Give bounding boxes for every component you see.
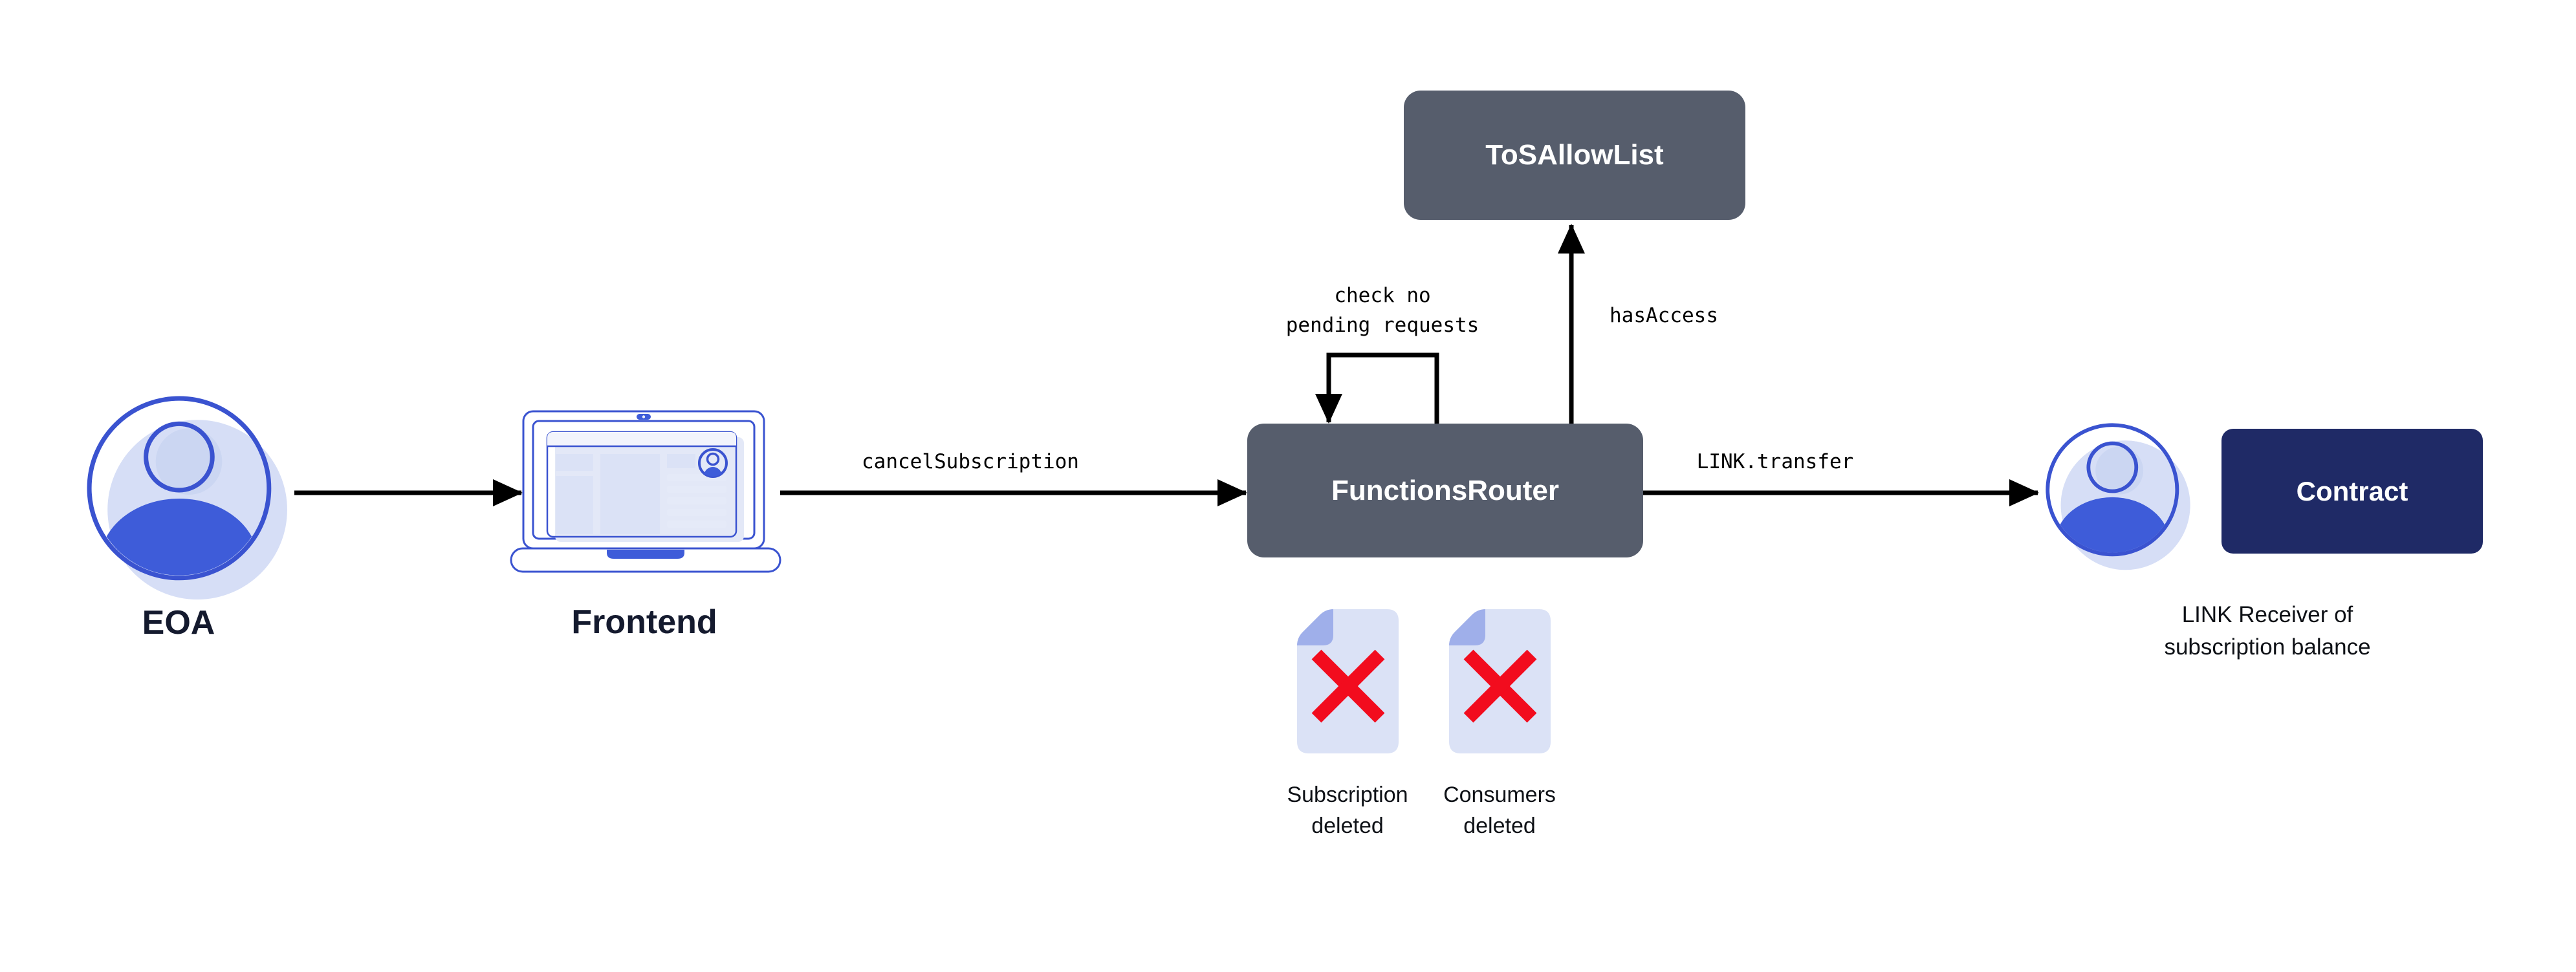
subscription-deleted-caption: Subscription deleted	[1287, 783, 1408, 838]
eoa-avatar-icon	[83, 392, 291, 600]
consumers-deleted-document-icon	[1449, 609, 1551, 753]
frontend-laptop-icon	[510, 409, 781, 578]
tos-allow-list-node: ToSAllowList	[1404, 91, 1745, 220]
red-x-icon	[1311, 649, 1385, 723]
link-transfer-edge-label: LINK.transfer	[1696, 450, 1854, 473]
contract-node: Contract	[2221, 429, 2483, 554]
contract-label: Contract	[2296, 475, 2408, 506]
link-receiver-caption: LINK Receiver of subscription balance	[2164, 602, 2371, 660]
edge-router-self-loop	[1315, 352, 1439, 424]
cancel-subscription-edge-label: cancelSubscription	[862, 450, 1079, 473]
link-receiver-avatar-icon	[2043, 420, 2193, 570]
check-no-pending-requests-label: check no pending requests	[1285, 284, 1479, 337]
eoa-label: EOA	[142, 604, 215, 642]
frontend-label: Frontend	[571, 603, 717, 641]
has-access-edge-label: hasAccess	[1610, 304, 1718, 327]
tos-allow-list-label: ToSAllowList	[1485, 139, 1664, 171]
red-x-icon	[1463, 649, 1537, 723]
functions-router-node: FunctionsRouter	[1247, 424, 1643, 557]
functions-router-label: FunctionsRouter	[1331, 474, 1559, 506]
subscription-deleted-document-icon	[1297, 609, 1399, 753]
consumers-deleted-caption: Consumers deleted	[1443, 783, 1556, 838]
